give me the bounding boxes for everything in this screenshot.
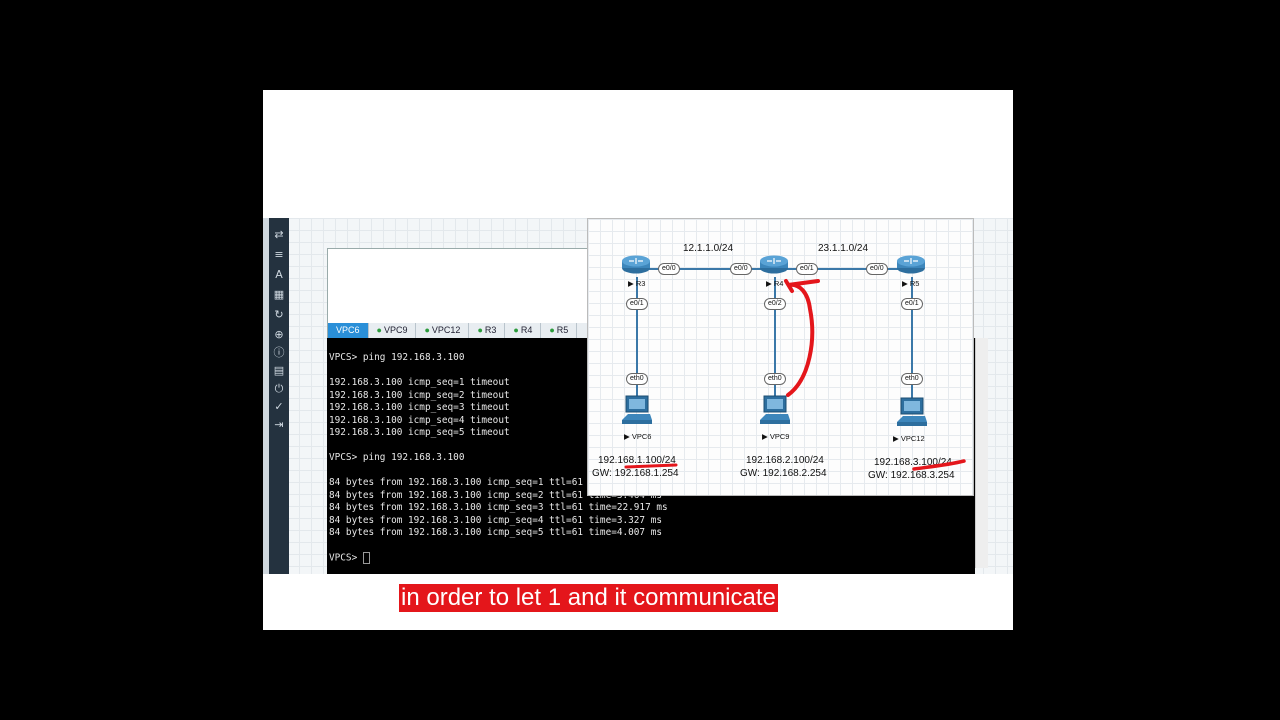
iface-r4-e00: e0/0 — [730, 263, 752, 275]
terminal-line: 192.168.3.100 icmp_seq=3 timeout — [329, 402, 510, 413]
subtitle-text: in order to let 1 and it communicate — [399, 584, 778, 612]
router-label-r4: ▶ R4 — [766, 279, 784, 288]
terminal-line: 192.168.3.100 icmp_seq=5 timeout — [329, 427, 510, 438]
tab-r5[interactable]: ●R5 — [541, 323, 578, 338]
grid-icon[interactable]: ▦ — [273, 288, 285, 301]
video-frame: ⇄ ≡ A ▦ ↻ ⊕ ⓘ ▤ ⏻ ✓ ⇥ VPC6 ●VPC9 ●VPC12 … — [263, 90, 1013, 630]
info-icon[interactable]: ⓘ — [273, 346, 285, 359]
vpc6-gw: GW: 192.168.1.254 — [592, 468, 679, 479]
iface-r4-e02: e0/2 — [764, 298, 786, 310]
link-r5-vpc12 — [911, 277, 913, 412]
terminal-line: 84 bytes from 192.168.3.100 icmp_seq=1 t… — [329, 477, 583, 488]
terminal-line: 84 bytes from 192.168.3.100 icmp_seq=5 t… — [329, 527, 663, 538]
topology-diagram: 12.1.1.0/24 23.1.1.0/24 ▶ R3 ▶ R4 ▶ R5 e… — [587, 218, 974, 496]
text-icon[interactable]: A — [275, 268, 283, 281]
left-toolbar: ⇄ ≡ A ▦ ↻ ⊕ ⓘ ▤ ⏻ ✓ ⇥ — [269, 218, 289, 574]
check-icon[interactable]: ✓ — [274, 400, 284, 413]
terminal-line: 84 bytes from 192.168.3.100 icmp_seq=4 t… — [329, 514, 663, 526]
tab-r4[interactable]: ●R4 — [505, 323, 542, 338]
router-name: R3 — [635, 279, 646, 288]
subtitle-bar: in order to let 1 and it communicate — [263, 574, 1013, 630]
console-header — [328, 249, 590, 323]
status-dot-icon: ● — [513, 325, 519, 335]
refresh-icon[interactable]: ↻ — [274, 308, 284, 321]
router-name: R4 — [773, 279, 784, 288]
logout-icon[interactable]: ⇥ — [274, 418, 284, 431]
terminal-prompt: VPCS> — [329, 552, 370, 564]
iface-vpc12-eth0: eth0 — [901, 373, 923, 385]
tab-label: VPC9 — [383, 325, 408, 335]
iface-vpc6-eth0: eth0 — [626, 373, 648, 385]
status-dot-icon: ● — [424, 325, 430, 335]
vpc12-ip: 192.168.3.100/24 — [874, 457, 952, 468]
prompt-text: VPCS> — [329, 552, 363, 564]
iface-r3-e01: e0/1 — [626, 298, 648, 310]
left-panel-edge — [263, 218, 269, 574]
pc-icon[interactable] — [895, 396, 929, 432]
swap-icon[interactable]: ⇄ — [274, 228, 284, 241]
iface-r5-e00: e0/0 — [866, 263, 888, 275]
router-label-r3: ▶ R3 — [628, 279, 646, 288]
annotation-marks — [624, 279, 966, 471]
console-tabs: VPC6 ●VPC9 ●VPC12 ●R3 ●R4 ●R5 — [328, 323, 590, 340]
pc-icon[interactable] — [620, 394, 654, 430]
status-dot-icon: ● — [549, 325, 555, 335]
status-dot-icon: ● — [477, 325, 483, 335]
pc-name: VPC6 — [631, 432, 652, 441]
iface-vpc9-eth0: eth0 — [764, 373, 786, 385]
router-label-r5: ▶ R5 — [902, 279, 920, 288]
tab-label: R4 — [520, 325, 533, 335]
status-dot-icon: ● — [376, 325, 382, 335]
vpc9-ip: 192.168.2.100/24 — [746, 455, 824, 466]
iface-r3-e00: e0/0 — [658, 263, 680, 275]
pc-name: VPC9 — [769, 432, 790, 441]
power-icon[interactable]: ⏻ — [274, 382, 284, 395]
pc-icon[interactable] — [758, 394, 792, 430]
cursor-icon — [362, 552, 370, 564]
terminal-line: 192.168.3.100 icmp_seq=2 timeout — [329, 389, 510, 401]
router-icon[interactable] — [759, 254, 789, 274]
iface-r5-e01: e0/1 — [901, 298, 923, 310]
tab-vpc9[interactable]: ●VPC9 — [369, 323, 417, 338]
terminal-line: 84 bytes from 192.168.3.100 icmp_seq=3 t… — [329, 502, 668, 513]
tab-label: R3 — [484, 325, 497, 335]
router-name: R5 — [909, 279, 920, 288]
router-icon[interactable] — [896, 254, 926, 274]
pc-name: VPC12 — [900, 434, 925, 443]
notes-icon[interactable]: ▤ — [273, 364, 285, 377]
tab-vpc12[interactable]: ●VPC12 — [416, 323, 470, 338]
tab-label: VPC12 — [431, 325, 461, 335]
list-icon[interactable]: ≡ — [274, 248, 284, 261]
terminal-line: 192.168.3.100 icmp_seq=1 timeout — [329, 377, 510, 388]
network-label-left: 12.1.1.0/24 — [683, 243, 734, 254]
iface-r4-e01: e0/1 — [796, 263, 818, 275]
router-icon[interactable] — [621, 254, 651, 274]
pc-label-vpc12: ▶ VPC12 — [893, 434, 925, 443]
tab-label: R5 — [556, 325, 569, 335]
vpc12-gw: GW: 192.168.3.254 — [868, 470, 955, 481]
tab-vpc6[interactable]: VPC6 — [328, 323, 369, 338]
link-r4-vpc9 — [774, 277, 776, 412]
vpc9-gw: GW: 192.168.2.254 — [740, 468, 827, 479]
network-label-right: 23.1.1.0/24 — [818, 243, 869, 254]
zoom-icon[interactable]: ⊕ — [274, 328, 284, 341]
terminal-line: VPCS> ping 192.168.3.100 — [329, 452, 465, 463]
terminal-line: 192.168.3.100 icmp_seq=4 timeout — [329, 414, 510, 426]
pc-label-vpc6: ▶ VPC6 — [624, 432, 652, 441]
link-r3-vpc6 — [636, 277, 638, 412]
terminal-line: VPCS> ping 192.168.3.100 — [329, 352, 465, 363]
vpc6-ip: 192.168.1.100/24 — [598, 455, 676, 466]
workspace-scrollbar[interactable] — [975, 338, 988, 568]
pc-label-vpc9: ▶ VPC9 — [762, 432, 790, 441]
tab-r3[interactable]: ●R3 — [469, 323, 506, 338]
